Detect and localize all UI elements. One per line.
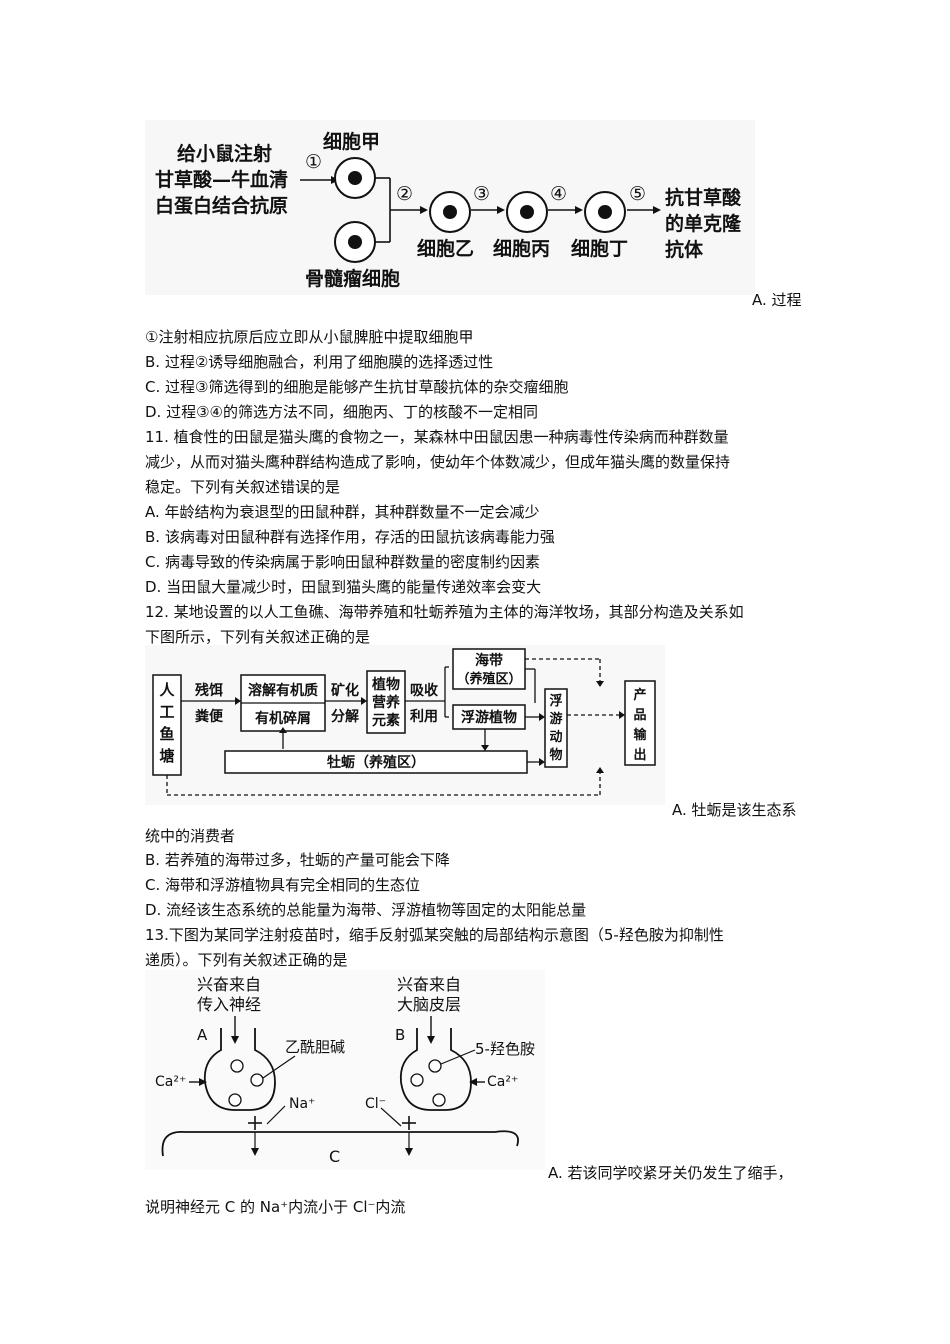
ach-label: 乙酰胆碱 (285, 1038, 345, 1056)
svg-text:溶解有机质: 溶解有机质 (248, 682, 318, 699)
svg-text:植物: 植物 (371, 676, 400, 693)
ca-left: Ca²⁺ (155, 1074, 186, 1090)
q10-option-a-cont: ①注射相应抗原后应立即从小鼠脾脏中提取细胞甲 (145, 328, 474, 346)
q11-option-b: B. 该病毒对田鼠种群有选择作用，存活的田鼠抗该病毒能力强 (145, 528, 555, 546)
nutrient-box (366, 670, 406, 734)
svg-text:营养: 营养 (372, 694, 401, 711)
label-c: C (329, 1147, 340, 1166)
step-1: ① (305, 151, 322, 173)
svg-text:海带: 海带 (475, 652, 503, 669)
q11-option-a: A. 年龄结构为衰退型的田鼠种群，其种群数量不一定会减少 (145, 503, 540, 521)
q12-option-b: B. 若养殖的海带过多，牡蛎的产量可能会下降 (145, 851, 450, 869)
absorb-label-1: 吸收 (410, 682, 439, 699)
step-5: ⑤ (629, 183, 646, 205)
vesicles-left (228, 1059, 264, 1107)
svg-text:出: 出 (633, 747, 646, 763)
svg-text:元素: 元素 (372, 712, 400, 729)
q10-option-a-start: A. 过程 (752, 291, 802, 309)
input-line-2: 甘草酸—牛血清 (155, 168, 288, 191)
q11-option-c: C. 病毒导致的传染病属于影响田鼠种群数量的密度制约因素 (145, 553, 541, 571)
label-b: B (395, 1026, 405, 1044)
svg-text:工: 工 (159, 703, 174, 721)
mineral-label-1: 矿化 (331, 682, 359, 699)
input-line-3: 白蛋白结合抗原 (155, 194, 288, 217)
myeloma-label: 骨髓瘤细胞 (305, 267, 400, 290)
svg-text:塘: 塘 (159, 747, 174, 765)
svg-text:浮: 浮 (549, 693, 562, 709)
svg-text:输: 输 (633, 727, 647, 743)
svg-text:鱼: 鱼 (159, 725, 174, 743)
q13-stem-1: 13.下图为某同学注射疫苗时，缩手反射弧某突触的局部结构示意图（5-羟色胺为抑制… (145, 926, 724, 944)
kelp-box (452, 648, 526, 690)
svg-text:（养殖区）: （养殖区） (456, 671, 521, 687)
right-source-2: 大脑皮层 (397, 995, 461, 1014)
q11-stem-3: 稳定。下列有关叙述错误的是 (145, 478, 341, 496)
q12-stem-1: 12. 某地设置的以人工鱼礁、海带养殖和牡蛎养殖为主体的海洋牧场，其部分构造及关… (145, 603, 744, 621)
absorb-label-2: 利用 (410, 708, 438, 725)
q12-option-a-cont: 统中的消费者 (145, 827, 236, 845)
q11-stem-2: 减少，从而对猫头鹰种群结构造成了影响，使幼年个体数减少，但成年猫头鹰的数量保持 (145, 453, 731, 471)
q12-option-c: C. 海带和浮游植物具有完全相同的生态位 (145, 876, 421, 894)
vesicles-right (410, 1059, 446, 1107)
label-a: A (197, 1026, 208, 1044)
q13-option-a-cont: 说明神经元 C 的 Na⁺内流小于 Cl⁻内流 (145, 1198, 406, 1216)
q10-option-c: C. 过程③筛选得到的细胞是能够产生抗甘草酸抗体的杂交瘤细胞 (145, 378, 569, 396)
serotonin-label: 5-羟色胺 (475, 1040, 535, 1058)
q13-option-a-start: A. 若该同学咬紧牙关仍发生了缩手， (548, 1164, 793, 1182)
input-line-1: 给小鼠注射 (177, 142, 272, 165)
svg-text:产: 产 (633, 687, 646, 703)
cell-yi-label: 细胞乙 (417, 237, 474, 260)
cl-label: Cl⁻ (365, 1096, 386, 1112)
synapse-diagram: 兴奋来自 传入神经 兴奋来自 大脑皮层 A B 乙酰胆碱 5-羟色胺 Ca²⁺ … (145, 970, 545, 1170)
feed-label-1: 残饵 (195, 682, 223, 699)
svg-text:游: 游 (549, 711, 562, 727)
q12-option-d: D. 流经该生态系统的总能量为海带、浮游植物等固定的太阳能总量 (145, 901, 587, 919)
step-2: ② (396, 183, 413, 205)
output-line-1: 抗甘草酸 (665, 186, 742, 209)
right-axon-terminal (399, 1028, 472, 1111)
pond-box (152, 674, 182, 776)
q13-stem-2: 递质）。下列有关叙述正确的是 (145, 951, 348, 969)
ca-right: Ca²⁺ (487, 1074, 518, 1090)
svg-text:人: 人 (159, 681, 175, 699)
mineral-label-2: 分解 (331, 708, 359, 725)
zoo-box (544, 688, 568, 768)
svg-text:浮游植物: 浮游植物 (461, 709, 517, 726)
right-source-1: 兴奋来自 (397, 975, 461, 994)
product-box (624, 680, 656, 766)
svg-text:品: 品 (633, 708, 646, 723)
feed-label-2: 粪便 (195, 708, 224, 725)
q11-option-d: D. 当田鼠大量减少时，田鼠到猫头鹰的能量传递效率会变大 (145, 578, 542, 596)
step-3: ③ (473, 183, 490, 205)
na-label: Na⁺ (289, 1096, 315, 1112)
q11-stem-1: 11. 植食性的田鼠是猫头鹰的食物之一，某森林中田鼠因患一种病毒性传染病而种群数… (145, 428, 729, 446)
cell-jia-label: 细胞甲 (323, 130, 380, 153)
step-4: ④ (550, 183, 567, 205)
q10-option-b: B. 过程②诱导细胞融合，利用了细胞膜的选择透过性 (145, 353, 494, 371)
svg-text:牡蛎（养殖区）: 牡蛎（养殖区） (327, 754, 425, 771)
output-line-3: 抗体 (665, 238, 704, 261)
cell-ding-label: 细胞丁 (571, 237, 628, 260)
output-line-2: 的单克隆 (665, 212, 742, 235)
cell-bing-label: 细胞丙 (493, 237, 550, 260)
svg-text:动: 动 (549, 730, 562, 745)
left-source-1: 兴奋来自 (197, 975, 261, 994)
left-source-2: 传入神经 (197, 995, 261, 1014)
q12-option-a-start: A. 牡蛎是该生态系 (672, 801, 797, 819)
svg-text:有机碎屑: 有机碎屑 (255, 710, 311, 727)
left-axon-terminal (203, 1028, 276, 1111)
monoclonal-antibody-diagram: 给小鼠注射 甘草酸—牛血清 白蛋白结合抗原 ① 细胞甲 骨髓瘤细胞 ② 细胞乙 … (145, 120, 755, 295)
postsynaptic-neuron-c (161, 1130, 519, 1157)
svg-text:物: 物 (549, 747, 562, 763)
q10-option-d: D. 过程③④的筛选方法不同，细胞丙、丁的核酸不一定相同 (145, 403, 538, 421)
q12-stem-2: 下图所示，下列有关叙述正确的是 (145, 628, 371, 646)
marine-ranch-diagram: 人 工 鱼 塘 残饵 粪便 溶解有机质 有机碎屑 矿化 分解 植物 营养 元素 … (145, 645, 665, 805)
